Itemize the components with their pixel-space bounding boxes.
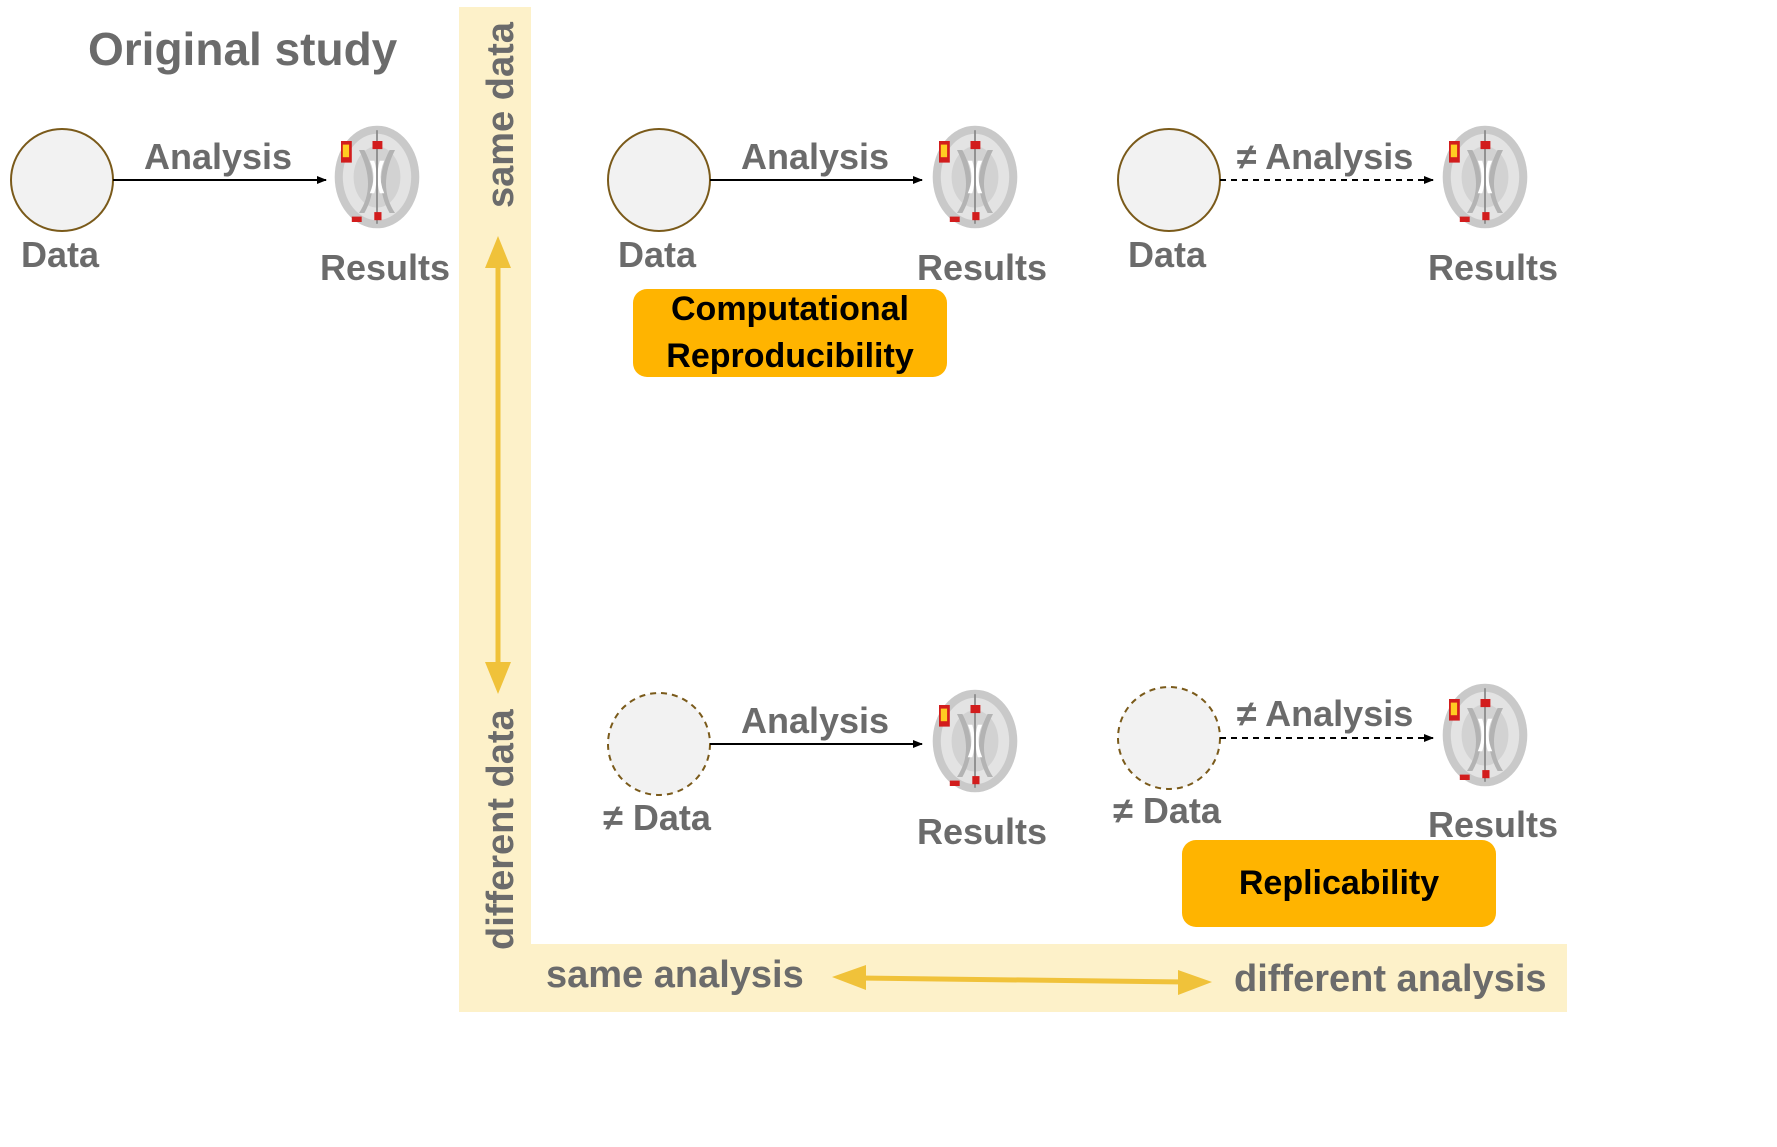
- brain-activation-map-icon: [932, 125, 1018, 229]
- brain-activation-map-icon: [334, 125, 420, 229]
- analysis-label-diff-same: Analysis: [740, 700, 890, 741]
- axis-label-same-data: same data: [480, 22, 522, 208]
- axis-label-different-data: different data: [480, 709, 522, 950]
- axis-label-same-analysis: same analysis: [546, 954, 804, 996]
- data-circle-diff-diff: [1117, 686, 1221, 790]
- data-circle-original: [10, 128, 114, 232]
- data-label-diff-diff: ≠ Data: [1113, 790, 1221, 831]
- analysis-label-diff-diff: ≠ Analysis: [1236, 693, 1414, 734]
- results-label-diff-diff: Results: [1427, 804, 1559, 845]
- computational-reproducibility-callout: Computational Reproducibility: [633, 289, 947, 377]
- brain-activation-map-icon: [1442, 683, 1528, 787]
- data-circle-same-diff: [1117, 128, 1221, 232]
- data-label-same-diff: Data: [1127, 234, 1207, 275]
- data-label-same-same: Data: [617, 234, 697, 275]
- callout-line-replicability: Replicability: [1238, 864, 1440, 903]
- brain-activation-map-icon: [932, 689, 1018, 793]
- replicability-callout: Replicability: [1182, 840, 1496, 927]
- original-study-title: Original study: [88, 23, 398, 75]
- results-label-same-diff: Results: [1427, 247, 1559, 288]
- brain-activation-map-icon: [1442, 125, 1528, 229]
- results-label-original: Results: [319, 247, 451, 288]
- results-label-diff-same: Results: [916, 811, 1048, 852]
- data-label-original: Data: [20, 234, 100, 275]
- vertical-axis-band: [459, 7, 531, 1012]
- callout-line-computational: Computational: [671, 290, 909, 329]
- vertical-double-arrow: [485, 236, 511, 694]
- callout-line-reproducibility: Reproducibility: [666, 337, 914, 375]
- data-circle-same-same: [607, 128, 711, 232]
- analysis-label-original: Analysis: [143, 136, 293, 177]
- data-label-diff-same: ≠ Data: [603, 797, 711, 838]
- results-label-same-same: Results: [916, 247, 1048, 288]
- analysis-label-same-diff: ≠ Analysis: [1236, 136, 1414, 177]
- analysis-label-same-same: Analysis: [740, 136, 890, 177]
- horizontal-double-arrow: [832, 965, 1212, 995]
- axis-label-different-analysis: different analysis: [1234, 958, 1547, 1000]
- data-circle-diff-same: [607, 692, 711, 796]
